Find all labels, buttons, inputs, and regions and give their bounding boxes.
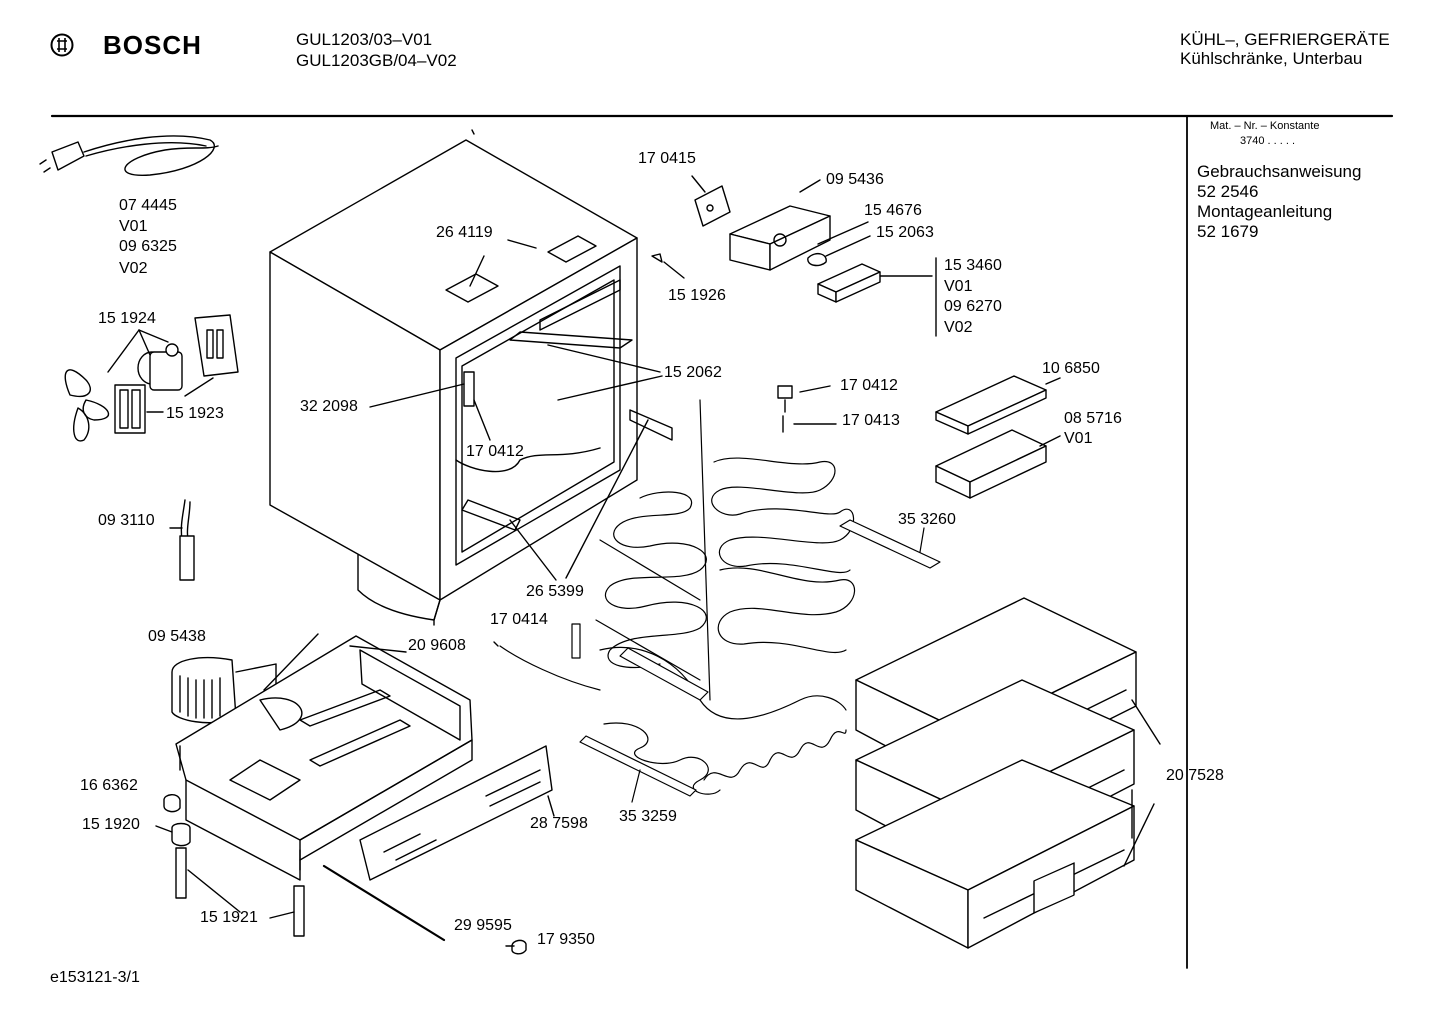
part-label: 32 2098 (300, 398, 358, 415)
cover-drawing (935, 375, 1061, 499)
part-label: 10 6850 (1042, 360, 1100, 377)
category-title: KÜHL–, GEFRIERGERÄTE (1180, 30, 1390, 49)
part-label: 17 0415 (638, 150, 696, 167)
model-number-1: GUL1203/03–V01 (296, 30, 433, 49)
bosch-logo-icon (50, 33, 74, 57)
part-label: 35 3260 (898, 511, 956, 528)
part-label: 09 5438 (148, 628, 206, 645)
part-label: 15 1921 (200, 909, 258, 926)
part-label: 17 0412 (840, 377, 898, 394)
evaporator-drawing (499, 399, 941, 803)
part-label: V01 (944, 278, 973, 295)
part-label: 17 0414 (490, 611, 548, 628)
doc-install-label: Montageanleitung (1197, 202, 1333, 221)
diagram-code: e153121-3/1 (50, 969, 140, 986)
part-label: 15 1923 (166, 405, 224, 422)
fan-assembly-drawing (64, 314, 239, 442)
doc-install-number: 52 1679 (1197, 222, 1259, 241)
part-label: V02 (119, 260, 148, 277)
doc-manual-label: Gebrauchsanweisung (1197, 162, 1362, 181)
model-number-2: GUL1203GB/04–V02 (296, 51, 457, 70)
part-label: 17 9350 (537, 931, 595, 948)
part-label: 15 2062 (664, 364, 722, 381)
drawers-drawing (855, 597, 1161, 949)
part-label: 15 1924 (98, 310, 156, 327)
part-label: 16 6362 (80, 777, 138, 794)
part-label: 26 4119 (436, 224, 493, 241)
part-label: 07 4445 (119, 197, 177, 214)
brand-name: BOSCH (103, 30, 202, 60)
part-label: 09 6270 (944, 298, 1002, 315)
part-label: V02 (944, 319, 973, 336)
mat-number-value: 3740 . . . . . (1240, 135, 1296, 147)
mat-number-label: Mat. – Nr. – Konstante (1210, 120, 1320, 132)
part-label: 08 5716 (1064, 410, 1122, 427)
cabinet-drawing (269, 129, 673, 626)
part-label: V01 (1064, 430, 1093, 447)
doc-manual-number: 52 2546 (1197, 182, 1259, 201)
part-label: V01 (119, 218, 148, 235)
part-label: 29 9595 (454, 917, 512, 934)
sensor-drawing (169, 499, 195, 581)
part-label: 09 3110 (98, 512, 155, 529)
part-label: 26 5399 (526, 583, 584, 600)
part-label: 17 0413 (842, 412, 900, 429)
base-tray-drawing (155, 633, 555, 955)
part-label: 20 7528 (1166, 767, 1224, 784)
part-label: 09 6325 (119, 238, 177, 255)
part-label: 15 1926 (668, 287, 726, 304)
part-label: 17 0412 (466, 443, 524, 460)
part-label: 15 2063 (876, 224, 934, 241)
power-cord-drawing (39, 135, 219, 176)
part-label: 20 9608 (408, 637, 466, 654)
part-label: 15 4676 (864, 202, 922, 219)
part-label: 28 7598 (530, 815, 588, 832)
part-label: 15 3460 (944, 257, 1002, 274)
part-label: 35 3259 (619, 808, 677, 825)
part-label: 09 5436 (826, 171, 884, 188)
category-subtitle: Kühlschränke, Unterbau (1180, 49, 1363, 68)
control-box-drawing (651, 175, 937, 337)
lamp-drawing (777, 385, 837, 433)
part-label: 15 1920 (82, 816, 140, 833)
